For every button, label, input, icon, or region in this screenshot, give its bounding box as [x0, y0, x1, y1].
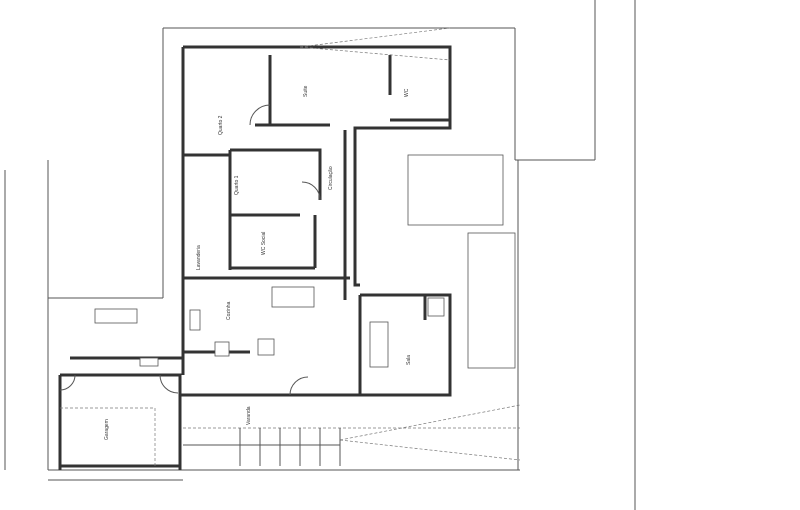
driveway: [60, 27, 521, 466]
room-label: Lavanderia: [196, 245, 202, 270]
room-label: Cozinha: [226, 301, 232, 320]
terrace-table: [94, 308, 138, 324]
fixtures: [94, 154, 516, 369]
room-label: Sala: [406, 355, 412, 365]
room-label: Quarto 2: [218, 115, 224, 135]
room-label: Garagem: [104, 419, 110, 440]
sink-icon: [139, 357, 159, 367]
interior-walls: [70, 55, 450, 395]
dining-table: [271, 286, 315, 308]
room-label: WC Social: [261, 232, 267, 255]
room-label: Circulação: [328, 166, 334, 190]
deck: [467, 232, 516, 369]
room-label: Suite: [303, 85, 309, 97]
doors: [59, 104, 321, 396]
room-label: Quarto 1: [234, 175, 240, 195]
room-label: WC: [404, 88, 410, 97]
room-label: Varanda: [246, 406, 252, 425]
exterior-walls: [58, 45, 452, 470]
site-boundary: [4, 0, 636, 510]
sofa-icon: [369, 321, 389, 368]
stove-icon: [214, 341, 230, 357]
pool: [407, 154, 504, 226]
room-labels: Quarto 2 Suite WC Quarto 1 Circulação WC…: [104, 85, 412, 440]
fireplace: [257, 338, 275, 356]
